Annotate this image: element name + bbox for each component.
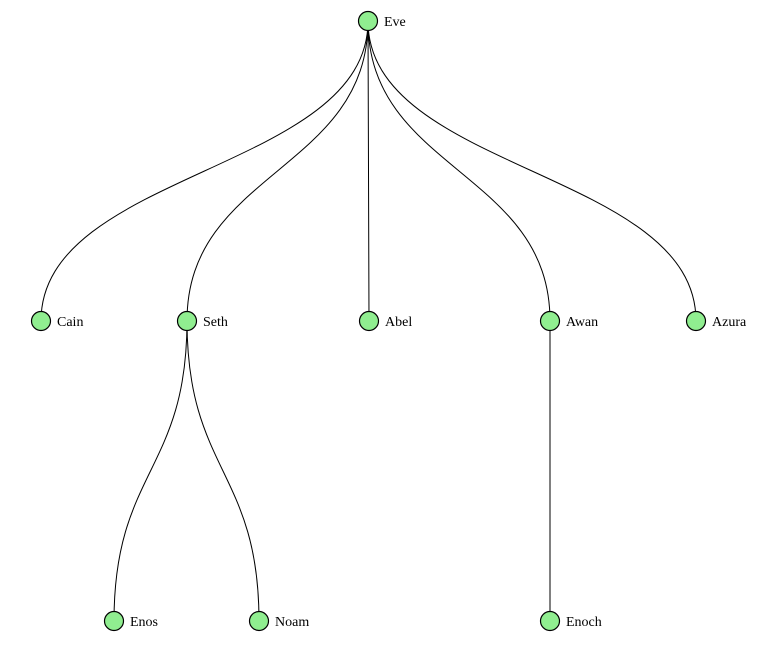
node-abel[interactable]: Abel xyxy=(358,310,413,332)
link-eve-azura xyxy=(367,20,697,322)
node-circle[interactable] xyxy=(539,310,561,332)
link-eve-cain xyxy=(40,20,369,322)
node-circle[interactable] xyxy=(358,310,380,332)
node-circle[interactable] xyxy=(30,310,52,332)
node-circle[interactable] xyxy=(357,10,379,32)
node-enos[interactable]: Enos xyxy=(103,610,159,632)
node-cain[interactable]: Cain xyxy=(30,310,84,332)
node-label: Azura xyxy=(712,315,747,330)
link-eve-awan xyxy=(367,20,551,322)
node-circle[interactable] xyxy=(539,610,561,632)
node-seth[interactable]: Seth xyxy=(176,310,228,332)
node-circle[interactable] xyxy=(103,610,125,632)
node-circle[interactable] xyxy=(248,610,270,632)
node-eve[interactable]: Eve xyxy=(357,10,406,32)
link-eve-abel xyxy=(367,20,370,322)
links-layer xyxy=(40,20,697,622)
link-eve-seth xyxy=(186,20,369,322)
node-label: Eve xyxy=(384,15,406,30)
node-label: Enos xyxy=(130,615,158,630)
node-azura[interactable]: Azura xyxy=(685,310,747,332)
node-label: Noam xyxy=(275,615,309,630)
node-awan[interactable]: Awan xyxy=(539,310,599,332)
node-label: Cain xyxy=(57,315,83,330)
node-label: Seth xyxy=(203,315,228,330)
node-enoch[interactable]: Enoch xyxy=(539,610,602,632)
node-noam[interactable]: Noam xyxy=(248,610,310,632)
node-label: Abel xyxy=(385,315,412,330)
node-label: Awan xyxy=(566,315,598,330)
link-seth-enos xyxy=(113,320,188,622)
node-label: Enoch xyxy=(566,615,602,630)
node-circle[interactable] xyxy=(685,310,707,332)
node-circle[interactable] xyxy=(176,310,198,332)
link-seth-noam xyxy=(186,320,260,622)
